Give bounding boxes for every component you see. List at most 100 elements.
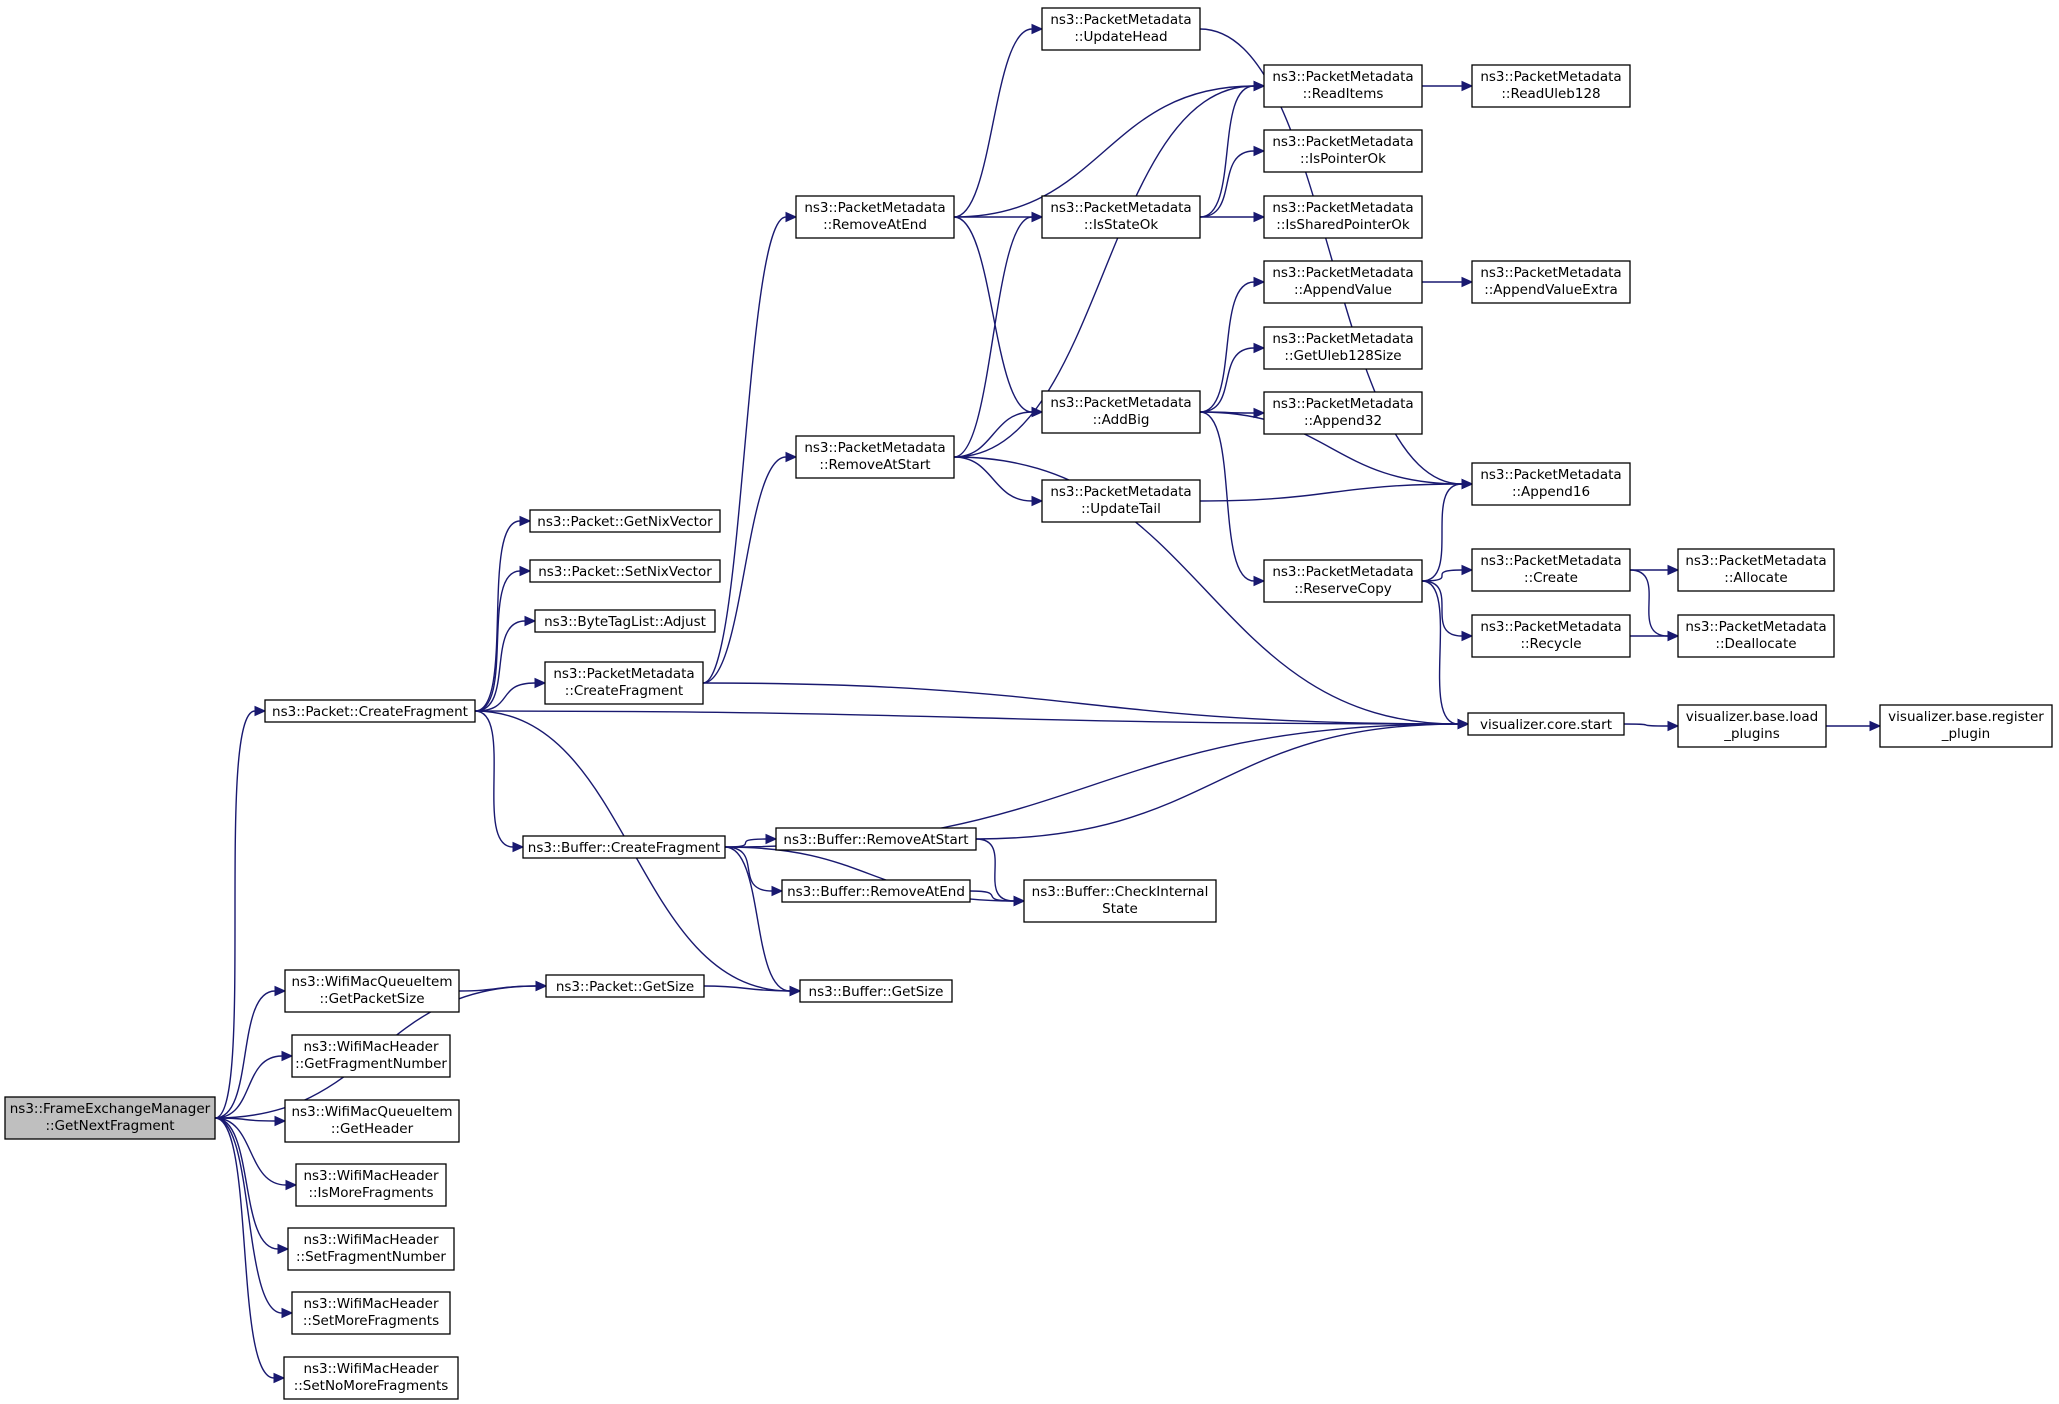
node-pm_cr[interactable]: ns3::PacketMetadata::Create	[1471, 548, 1631, 592]
node-label: ns3::PacketMetadata	[804, 200, 945, 216]
node-label: ns3::PacketMetadata	[1050, 395, 1191, 411]
edge-buf_cf-to-buf_rae	[724, 846, 784, 897]
node-wmqi_gh[interactable]: ns3::WifiMacQueueItem::GetHeader	[284, 1099, 460, 1143]
node-label: ns3::PacketMetadata	[1480, 553, 1621, 569]
edge-arrowhead	[1461, 564, 1474, 576]
edge-pm_rc-to-pm_rec	[1421, 580, 1474, 642]
node-label: ns3::FrameExchangeManager	[10, 1101, 211, 1117]
node-buf_ras[interactable]: ns3::Buffer::RemoveAtStart	[775, 827, 977, 851]
node-box	[795, 195, 955, 239]
node-label: ns3::Buffer::CreateFragment	[528, 840, 720, 856]
node-pm_ispo[interactable]: ns3::PacketMetadata::IsSharedPointerOk	[1263, 195, 1423, 239]
node-wmh_imf[interactable]: ns3::WifiMacHeader::IsMoreFragments	[295, 1163, 447, 1207]
edge-pm_ab-to-pm_gu	[1199, 342, 1266, 413]
edge-line	[1199, 281, 1255, 413]
node-box	[1471, 64, 1631, 108]
node-label: ::IsStateOk	[1084, 217, 1158, 233]
node-pm_ri[interactable]: ns3::PacketMetadata::ReadItems	[1263, 64, 1423, 108]
node-pm_ras[interactable]: ns3::PacketMetadata::RemoveAtStart	[795, 435, 955, 479]
node-pkt_gnv[interactable]: ns3::Packet::GetNixVector	[529, 509, 721, 533]
node-label: ::Recycle	[1520, 636, 1581, 652]
node-wmh_gfn[interactable]: ns3::WifiMacHeader::GetFragmentNumber	[291, 1034, 451, 1078]
node-pm_rc[interactable]: ns3::PacketMetadata::ReserveCopy	[1263, 559, 1423, 603]
node-label: ns3::Buffer::GetSize	[809, 984, 944, 1000]
node-box	[1879, 704, 2053, 748]
edge-line	[702, 682, 1459, 725]
node-buf_gs[interactable]: ns3::Buffer::GetSize	[799, 979, 953, 1003]
node-pm_a16[interactable]: ns3::PacketMetadata::Append16	[1471, 462, 1631, 506]
node-box	[284, 969, 460, 1013]
edge-pm_ri-to-pm_ru	[1422, 80, 1474, 92]
node-pm_ru[interactable]: ns3::PacketMetadata::ReadUleb128	[1471, 64, 1631, 108]
node-label: ::CreateFragment	[565, 683, 683, 699]
node-label: ::GetUleb128Size	[1284, 348, 1401, 364]
edge-pkt_cf-to-vcs	[474, 710, 1470, 730]
node-wmh_sfn[interactable]: ns3::WifiMacHeader::SetFragmentNumber	[287, 1227, 455, 1271]
node-label: ::SetMoreFragments	[303, 1313, 439, 1329]
node-label: State	[1102, 901, 1138, 917]
edge-root-to-pkt_cf	[214, 705, 267, 1119]
node-root[interactable]: ns3::FrameExchangeManager::GetNextFragme…	[4, 1096, 216, 1140]
node-wmh_snmf[interactable]: ns3::WifiMacHeader::SetNoMoreFragments	[283, 1356, 459, 1400]
edge-arrowhead	[535, 980, 548, 992]
node-label: ::ReadUleb128	[1501, 86, 1600, 102]
edge-pm_iso-to-pm_ispo	[1200, 211, 1266, 223]
node-pm_rae[interactable]: ns3::PacketMetadata::RemoveAtEnd	[795, 195, 955, 239]
node-pm_al[interactable]: ns3::PacketMetadata::Allocate	[1677, 548, 1835, 592]
node-pm_iso[interactable]: ns3::PacketMetadata::IsStateOk	[1041, 195, 1201, 239]
edge-arrowhead	[771, 885, 784, 897]
node-box	[283, 1356, 459, 1400]
edge-line	[214, 1117, 276, 1122]
node-label: ns3::WifiMacHeader	[303, 1039, 439, 1055]
node-label: ::AppendValueExtra	[1484, 282, 1618, 298]
node-pm_a32[interactable]: ns3::PacketMetadata::Append32	[1263, 391, 1423, 435]
edge-wmqi_gps-to-pkt_gs	[458, 980, 548, 992]
node-box	[799, 979, 953, 1003]
edge-line	[474, 620, 526, 712]
node-pkt_gs[interactable]: ns3::Packet::GetSize	[545, 974, 705, 998]
edge-pm_ras-to-pm_ab	[953, 406, 1044, 458]
node-wmh_smf[interactable]: ns3::WifiMacHeader::SetMoreFragments	[291, 1291, 451, 1335]
node-wmqi_gps[interactable]: ns3::WifiMacQueueItem::GetPacketSize	[284, 969, 460, 1013]
node-label: ::IsPointerOk	[1300, 151, 1386, 167]
node-pm_ipo[interactable]: ns3::PacketMetadata::IsPointerOk	[1263, 129, 1423, 173]
node-vcs[interactable]: visualizer.core.start	[1467, 712, 1625, 736]
node-pm_av[interactable]: ns3::PacketMetadata::AppendValue	[1263, 260, 1423, 304]
node-pm_gu[interactable]: ns3::PacketMetadata::GetUleb128Size	[1263, 326, 1423, 370]
node-pm_rec[interactable]: ns3::PacketMetadata::Recycle	[1471, 614, 1631, 658]
edge-arrowhead	[1253, 575, 1266, 587]
edge-pm_rae-to-pm_ab	[953, 216, 1044, 418]
node-pkt_snv[interactable]: ns3::Packet::SetNixVector	[529, 559, 721, 583]
node-vbr[interactable]: visualizer.base.register_plugin	[1879, 704, 2053, 748]
node-box	[534, 609, 716, 633]
node-box	[1471, 548, 1631, 592]
node-box	[1467, 712, 1625, 736]
node-box	[284, 1099, 460, 1143]
node-pm_de[interactable]: ns3::PacketMetadata::Deallocate	[1677, 614, 1835, 658]
edge-line	[953, 85, 1255, 458]
node-pkt_cf[interactable]: ns3::Packet::CreateFragment	[264, 699, 476, 723]
node-label: ::RemoveAtStart	[819, 457, 930, 473]
node-box	[1041, 390, 1201, 434]
node-label: ns3::PacketMetadata	[1480, 69, 1621, 85]
edge-buf_cf-to-buf_gs	[724, 846, 802, 997]
edge-line	[1199, 411, 1463, 485]
node-vbl[interactable]: visualizer.base.load_plugins	[1677, 704, 1827, 748]
node-label: ns3::WifiMacHeader	[303, 1361, 439, 1377]
node-btl_adj[interactable]: ns3::ByteTagList::Adjust	[534, 609, 716, 633]
node-buf_cf[interactable]: ns3::Buffer::CreateFragment	[522, 835, 726, 859]
edge-line	[953, 456, 1033, 502]
edge-line	[474, 682, 536, 712]
node-box	[1041, 195, 1201, 239]
node-pm_ave[interactable]: ns3::PacketMetadata::AppendValueExtra	[1471, 260, 1631, 304]
node-pm_uh[interactable]: ns3::PacketMetadata::UpdateHead	[1041, 7, 1201, 51]
node-pm_ab[interactable]: ns3::PacketMetadata::AddBig	[1041, 390, 1201, 434]
node-pm_cf[interactable]: ns3::PacketMetadata::CreateFragment	[544, 661, 704, 705]
edge-arrowhead	[254, 705, 267, 717]
node-buf_rae[interactable]: ns3::Buffer::RemoveAtEnd	[781, 879, 971, 903]
edge-arrowhead	[1461, 80, 1474, 92]
node-pm_ut[interactable]: ns3::PacketMetadata::UpdateTail	[1041, 479, 1201, 523]
edge-arrowhead	[512, 841, 525, 853]
edge-arrowhead	[1461, 276, 1474, 288]
